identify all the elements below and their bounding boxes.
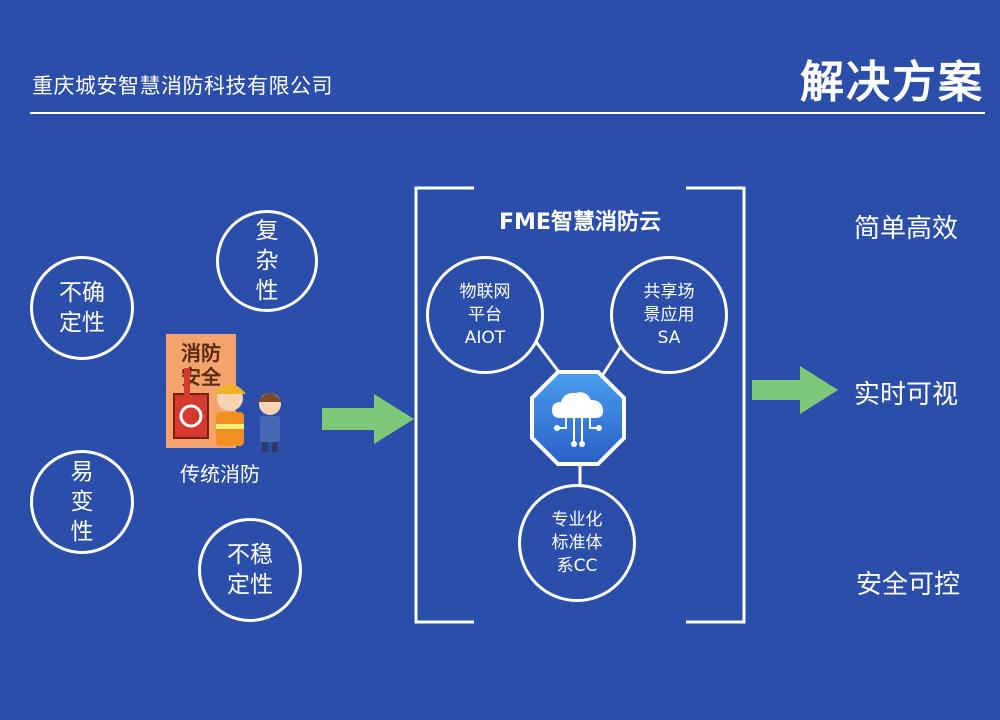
- iot-line-3: AIOT: [464, 327, 506, 348]
- firefighter-helmet-icon: [214, 384, 246, 394]
- outcome-efficient: 简单高效: [854, 214, 959, 244]
- problem-uncertainty: 不确 定性: [30, 256, 134, 360]
- traditional-firefighting-label: 传统消防: [180, 462, 260, 486]
- standard-line-3: 系CC: [556, 555, 598, 576]
- company-name: 重庆城安智慧消防科技有限公司: [32, 74, 333, 98]
- cloud-platform-title: FME智慧消防云: [499, 210, 661, 235]
- iot-line-1: 物联网: [459, 281, 511, 302]
- cloud-bracket: [414, 186, 746, 624]
- problem-complexity-line-3: 性: [255, 278, 279, 304]
- problem-complexity: 复 杂 性: [216, 210, 318, 312]
- share-line-2: 景应用: [643, 304, 695, 325]
- problem-variability: 易 变 性: [30, 450, 134, 554]
- problem-instability-line-2: 定性: [227, 572, 273, 598]
- problem-instability-line-1: 不稳: [227, 542, 273, 568]
- header-divider: [30, 112, 985, 114]
- hose-reel-icon: [179, 404, 203, 428]
- share-line-3: SA: [657, 327, 681, 348]
- hydrant-box: [173, 393, 209, 439]
- standard-system-node: 专业化 标准体 系CC: [518, 484, 636, 602]
- shared-scenario-node: 共享场 景应用 SA: [610, 256, 728, 374]
- problem-complexity-line-2: 杂: [255, 248, 279, 274]
- firefighter-illustration: 消防 安全: [166, 334, 282, 452]
- problem-complexity-line-1: 复: [255, 218, 279, 244]
- standard-line-2: 标准体: [551, 532, 603, 553]
- right-arrow-icon: [752, 366, 838, 414]
- extinguisher-icon: [184, 368, 190, 396]
- right-arrow-icon: [322, 394, 414, 444]
- page-title: 解决方案: [800, 57, 984, 108]
- problem-instability: 不稳 定性: [198, 518, 302, 622]
- problem-variability-line-2: 变: [70, 489, 94, 515]
- problem-variability-line-3: 性: [70, 519, 94, 545]
- poster-text-line-1: 消防: [181, 341, 221, 365]
- problem-variability-line-1: 易: [70, 459, 94, 485]
- problem-uncertainty-line-1: 不确: [59, 280, 105, 306]
- outcome-safe: 安全可控: [856, 570, 961, 600]
- share-line-1: 共享场: [643, 281, 695, 302]
- outcome-realtime: 实时可视: [854, 380, 959, 410]
- child-clothes: [260, 416, 280, 442]
- child-hair: [258, 393, 282, 402]
- iot-platform-node: 物联网 平台 AIOT: [426, 256, 544, 374]
- problem-uncertainty-line-2: 定性: [59, 310, 105, 336]
- standard-line-1: 专业化: [551, 509, 603, 530]
- cloud-network-icon: [530, 370, 626, 466]
- iot-line-2: 平台: [468, 304, 502, 325]
